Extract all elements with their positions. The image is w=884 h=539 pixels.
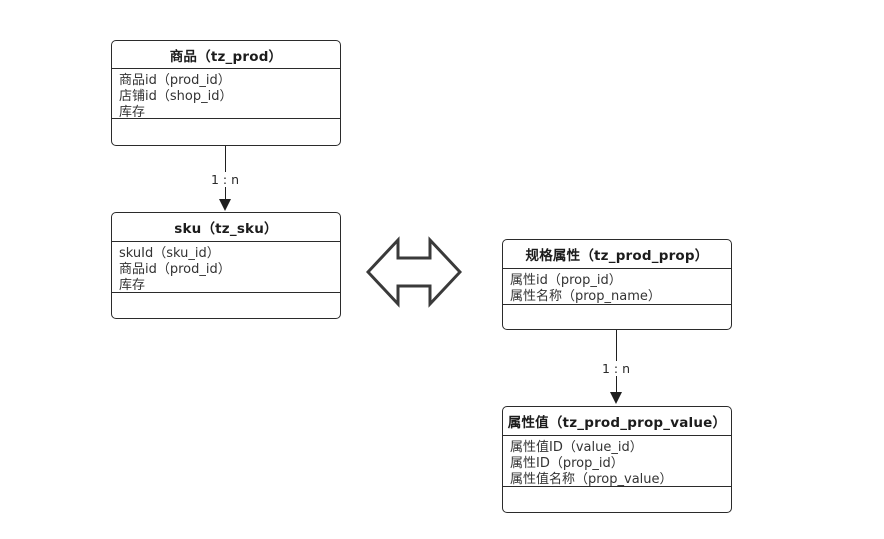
attribute-row: 店铺id（shop_id） [119, 89, 233, 104]
attribute-row: 属性ID（prop_id） [510, 456, 624, 471]
entity-tz-prod[interactable]: 商品（tz_prod） 商品id（prod_id） 店铺id（shop_id） … [111, 40, 341, 146]
relation-arrowhead-icon [610, 392, 622, 404]
entity-title: 规格属性（tz_prod_prop） [503, 240, 731, 269]
entity-tz-sku[interactable]: sku（tz_sku） skuId（sku_id） 商品id（prod_id） … [111, 212, 341, 319]
relation-label: 1 : n [599, 361, 634, 376]
double-headed-arrow-icon [365, 236, 463, 308]
attribute-row: 属性id（prop_id） [510, 273, 622, 288]
entity-title: sku（tz_sku） [112, 213, 340, 242]
entity-attributes: 属性值ID（value_id） 属性ID（prop_id） 属性值名称（prop… [503, 436, 731, 487]
entity-attributes: 属性id（prop_id） 属性名称（prop_name） [503, 269, 731, 305]
attribute-row: 属性值ID（value_id） [510, 440, 643, 455]
entity-tz-prod-prop[interactable]: 规格属性（tz_prod_prop） 属性id（prop_id） 属性名称（pr… [502, 239, 732, 330]
entity-attributes: 商品id（prod_id） 店铺id（shop_id） 库存 [112, 69, 340, 120]
attribute-row: 库存 [119, 278, 146, 293]
entity-attributes: skuId（sku_id） 商品id（prod_id） 库存 [112, 242, 340, 293]
attribute-row: 商品id（prod_id） [119, 73, 231, 88]
relation-label: 1 : n [208, 172, 243, 187]
attribute-row: skuId（sku_id） [119, 246, 220, 261]
attribute-row: 商品id（prod_id） [119, 262, 231, 277]
entity-title: 属性值（tz_prod_prop_value） [503, 407, 731, 436]
attribute-row: 属性值名称（prop_value） [510, 472, 673, 487]
entity-tz-prod-prop-value[interactable]: 属性值（tz_prod_prop_value） 属性值ID（value_id） … [502, 406, 732, 513]
entity-methods [503, 487, 731, 511]
attribute-row: 属性名称（prop_name） [510, 289, 661, 304]
attribute-row: 库存 [119, 105, 146, 120]
entity-title: 商品（tz_prod） [112, 41, 340, 69]
relation-arrowhead-icon [219, 199, 231, 211]
